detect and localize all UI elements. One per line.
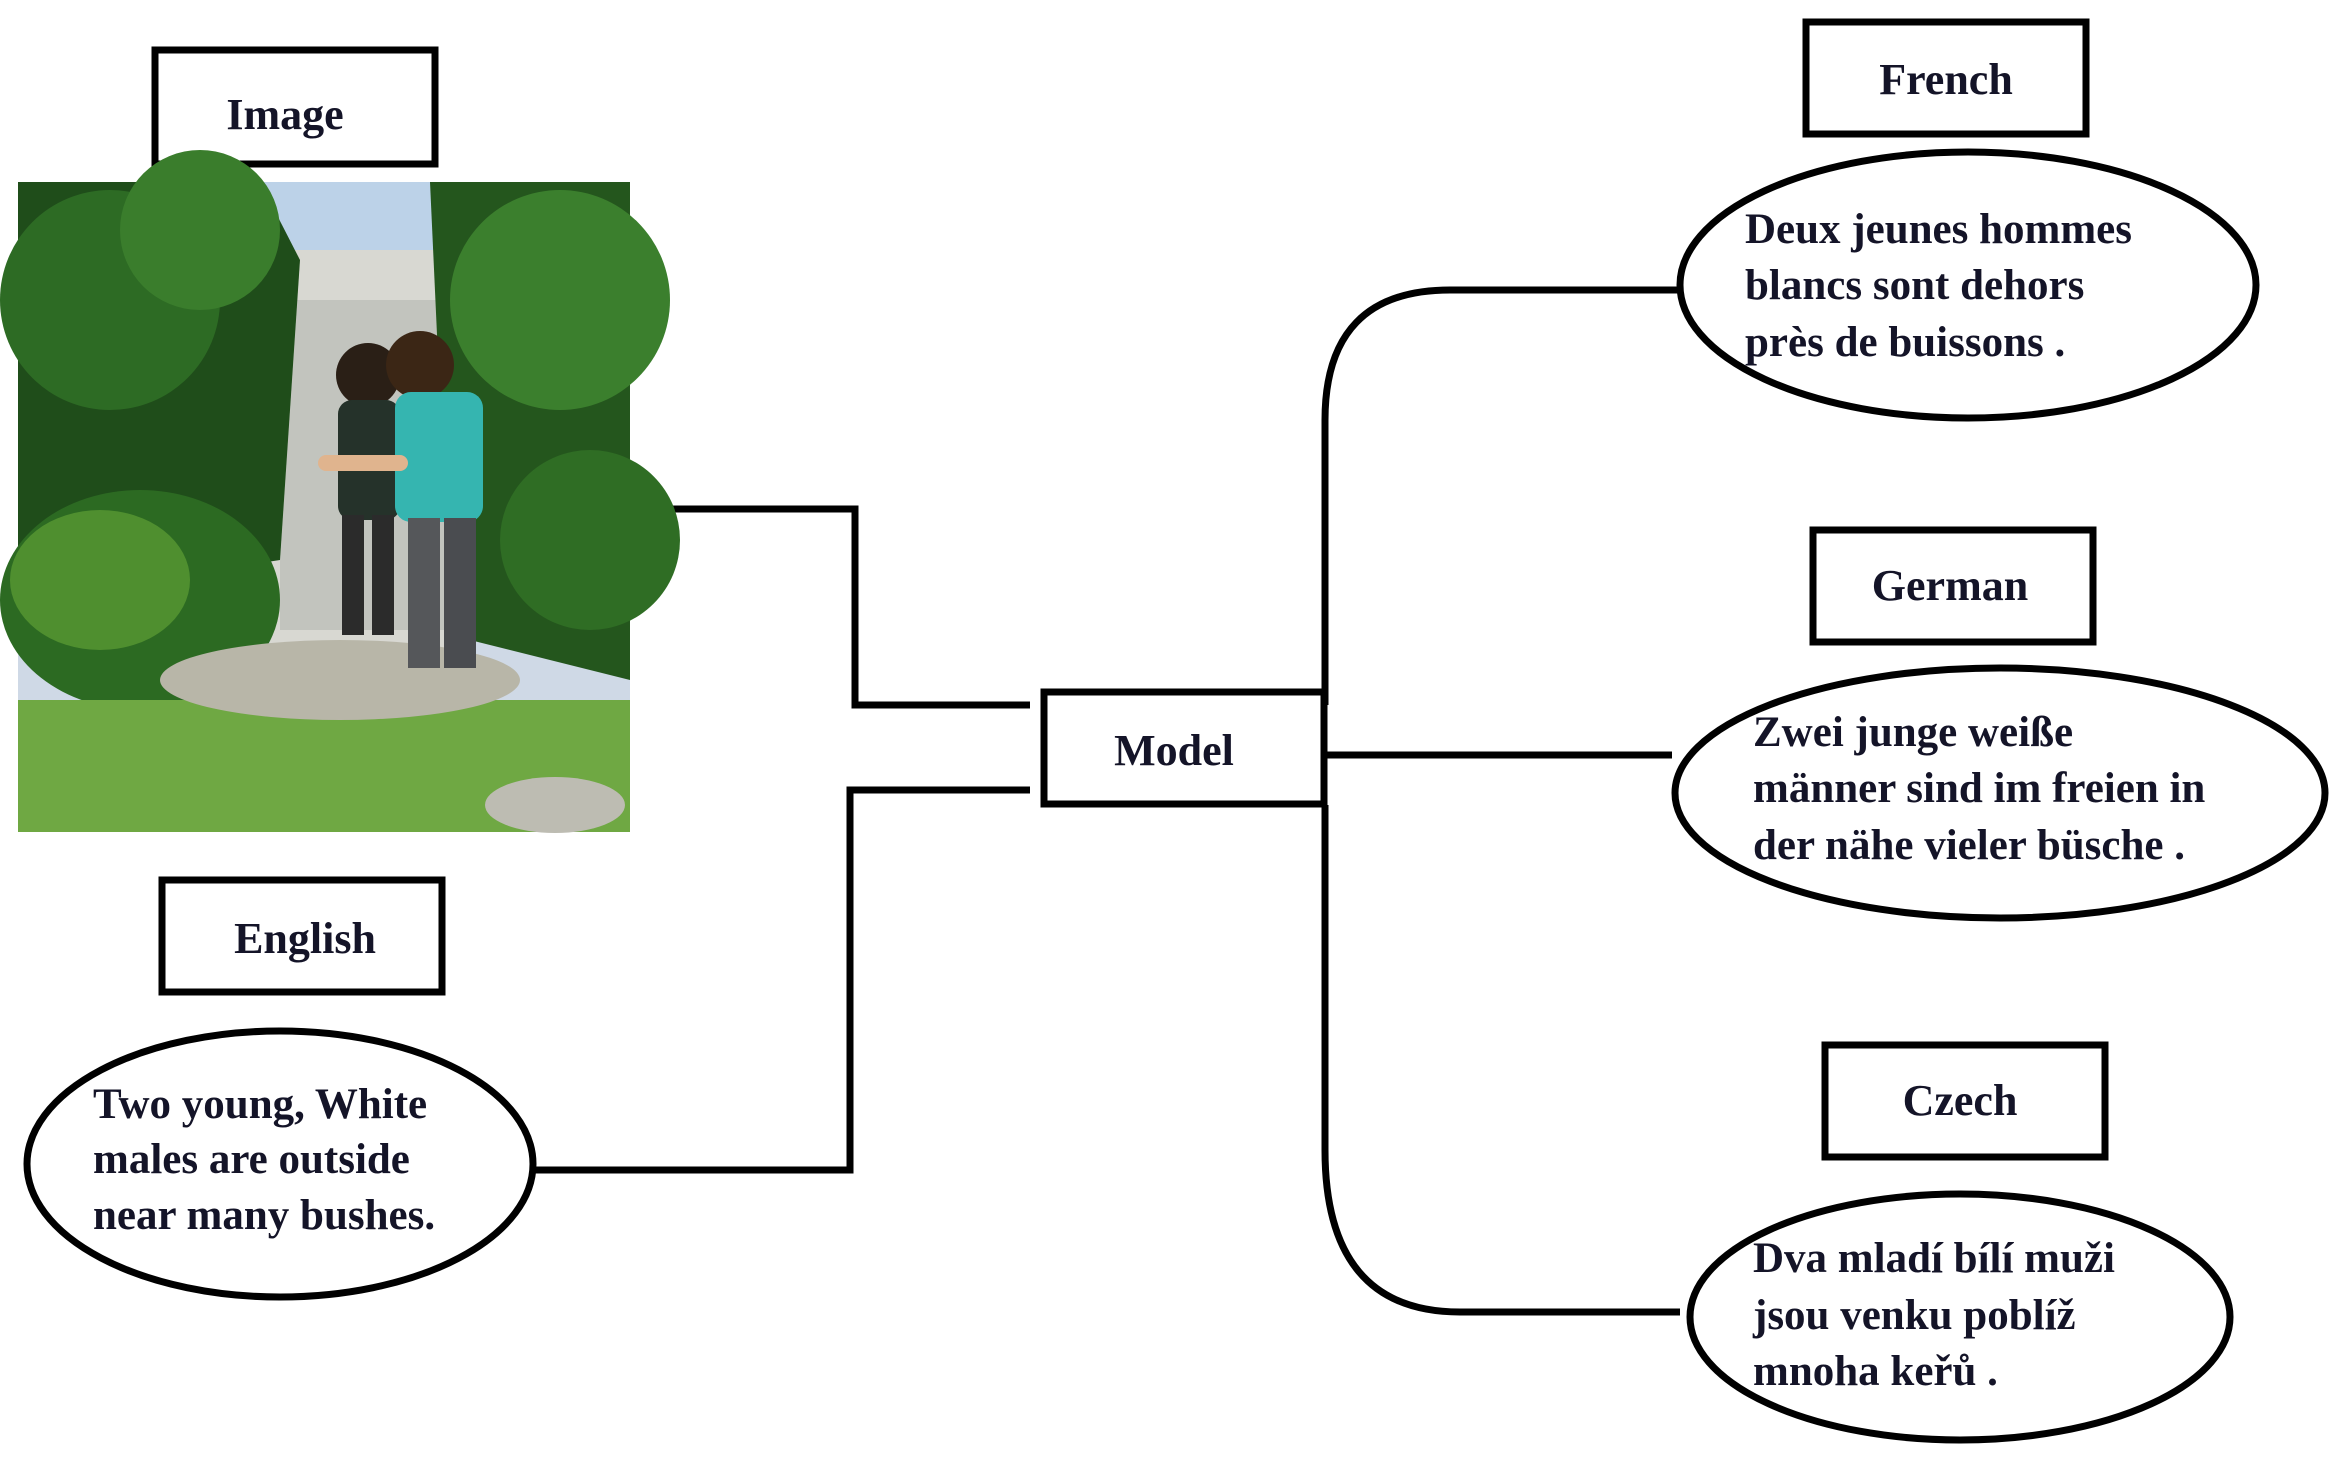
czech-caption-line-2: jsou venku poblíž	[1752, 1292, 2076, 1339]
model-label: Model	[1114, 726, 1234, 775]
connectors	[530, 286, 1680, 1316]
image-label-box: Image	[151, 46, 439, 168]
english-label-box: English	[158, 876, 446, 996]
english-caption-line-2: males are outside	[93, 1136, 410, 1183]
czech-caption-line-3: mnoha keřů .	[1753, 1348, 1998, 1395]
french-caption: Deux jeunes hommes blancs sont dehors pr…	[1676, 148, 2260, 422]
french-label-box: French	[1802, 18, 2090, 138]
english-caption: Two young, White males are outside near …	[23, 1027, 537, 1301]
czech-label-box: Czech	[1821, 1041, 2109, 1161]
scene-photo	[0, 150, 680, 833]
german-label: German	[1872, 561, 2028, 610]
english-caption-line-1: Two young, White	[93, 1081, 427, 1128]
model-box: Model	[1040, 688, 1328, 808]
english-label: English	[234, 914, 376, 963]
english-caption-line-3: near many bushes.	[93, 1192, 435, 1239]
image-label: Image	[226, 90, 343, 139]
german-label-box: German	[1809, 526, 2097, 646]
czech-caption: Dva mladí bílí muži jsou venku poblíž mn…	[1686, 1190, 2234, 1444]
french-caption-line-3: près de buissons .	[1745, 319, 2065, 366]
german-caption-line-1: Zwei junge weiße	[1753, 709, 2073, 756]
german-caption-line-3: der nähe vieler büsche .	[1753, 822, 2185, 869]
german-caption: Zwei junge weiße männer sind im freien i…	[1671, 664, 2329, 922]
image-to-model-connector	[628, 505, 1030, 709]
model-to-czech-connector	[1321, 805, 1680, 1316]
german-caption-line-2: männer sind im freien in	[1753, 765, 2205, 812]
french-caption-line-1: Deux jeunes hommes	[1745, 206, 2132, 253]
czech-label: Czech	[1903, 1076, 2018, 1125]
model-to-french-connector	[1321, 286, 1680, 705]
french-caption-line-2: blancs sont dehors	[1745, 262, 2084, 309]
czech-caption-line-1: Dva mladí bílí muži	[1753, 1235, 2115, 1282]
english-to-model-connector	[530, 786, 1030, 1174]
french-label: French	[1879, 55, 2013, 104]
